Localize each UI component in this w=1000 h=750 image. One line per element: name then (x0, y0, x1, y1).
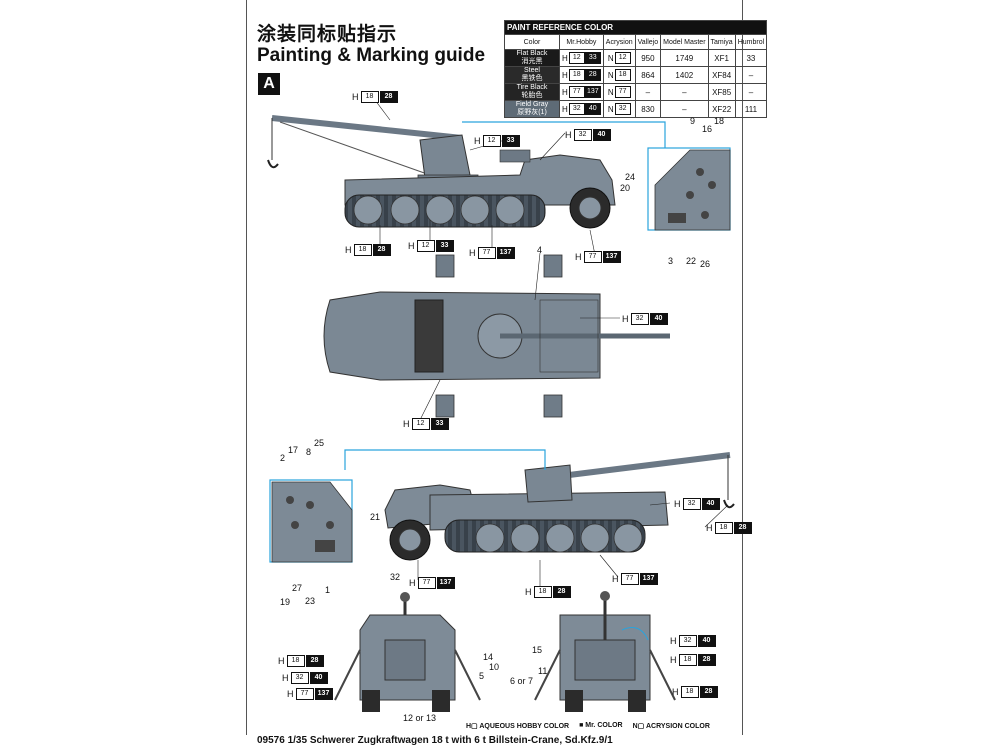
part-number: 5 (479, 671, 485, 681)
part-number: 19 (280, 597, 291, 607)
part-number: 3 (668, 256, 674, 266)
part-number: 14 (483, 652, 494, 662)
part-number: 32 (390, 572, 401, 582)
top-view (323, 254, 670, 418)
part-number: 11 (538, 666, 548, 676)
detail-panel-right (462, 121, 731, 231)
part-number: 25 (314, 438, 325, 448)
side-view-left (267, 115, 616, 229)
part-number: 2 (280, 453, 286, 463)
part-number: 16 (702, 124, 713, 134)
rear-view (534, 591, 676, 712)
part-number: 4 (537, 245, 543, 255)
humbrol-code: – (734, 66, 768, 84)
part-number: 22 (686, 256, 697, 266)
page-border-left (246, 0, 247, 735)
color-legend: H▢ AQUEOUS HOBBY COLOR ■ Mr. COLOR N▢ AC… (466, 722, 710, 730)
model-master-code: – (660, 100, 709, 118)
part-number: 27 (292, 583, 303, 593)
footer-product-line: 09576 1/35 Schwerer Zugkraftwagen 18 t w… (257, 735, 613, 746)
part-number: 15 (532, 645, 543, 655)
title-english: Painting & Marking guide (257, 45, 486, 66)
part-number: 26 (700, 259, 711, 269)
part-number: 6 or 7 (510, 676, 534, 686)
col-header: Humbrol (734, 34, 768, 50)
part-number: 8 (306, 447, 312, 457)
part-number: 24 (625, 172, 636, 182)
front-view (334, 592, 481, 712)
paint-reference-table: PAINT REFERENCE COLOR Color Mr.Hobby Acr… (503, 20, 768, 118)
page-border-right (742, 0, 743, 735)
part-number: 20 (620, 183, 631, 193)
legend-mr-color: ■ Mr. COLOR (579, 722, 623, 729)
part-number: 21 (370, 512, 381, 522)
detail-panel-left (269, 449, 546, 563)
part-number: 23 (305, 596, 316, 606)
part-number: 18 (714, 116, 725, 126)
part-number: 12 or 13 (403, 713, 437, 723)
legend-acrysion: N▢ ACRYSION COLOR (632, 723, 710, 730)
part-number: 17 (288, 445, 299, 455)
side-view-right (384, 452, 735, 561)
part-number: 1 (325, 585, 331, 595)
col-header: Acrysion (602, 34, 636, 50)
part-number: 9 (690, 116, 696, 126)
humbrol-code: 111 (734, 100, 768, 118)
title-chinese: 涂装同标贴指示 (257, 23, 398, 45)
section-badge: A (258, 73, 280, 95)
legend-aqueous: H▢ AQUEOUS HOBBY COLOR (466, 723, 570, 730)
part-number: 10 (489, 662, 500, 672)
